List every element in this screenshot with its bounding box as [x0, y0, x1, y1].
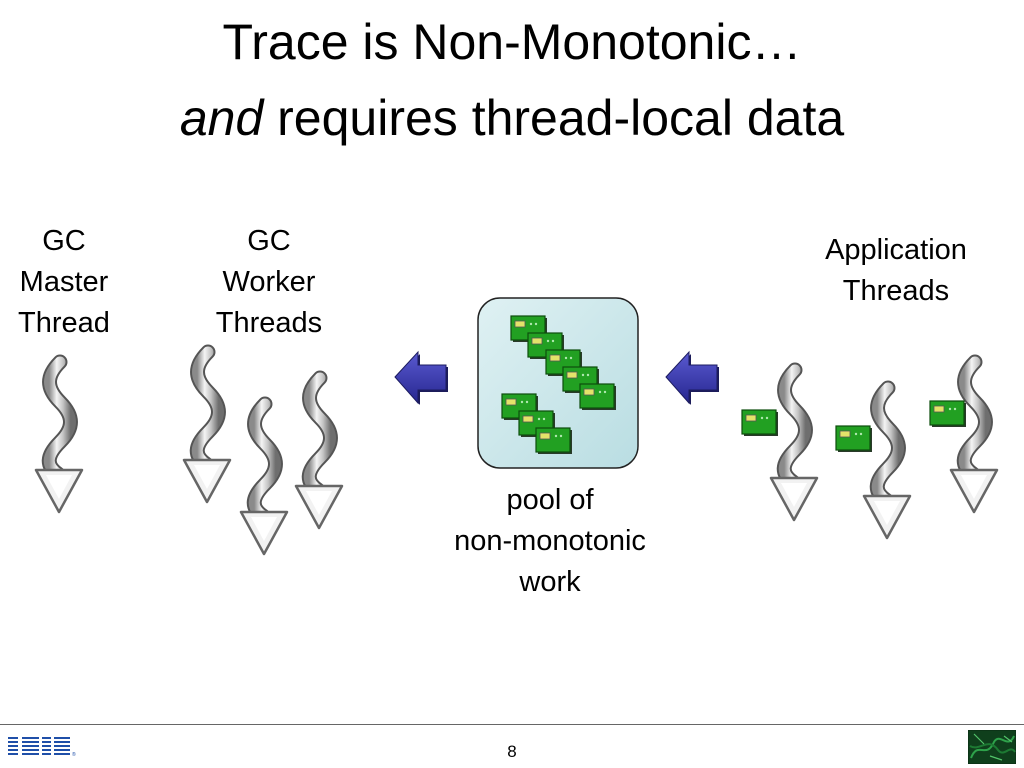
page-number: 8: [492, 742, 532, 762]
work-item-icon: [836, 426, 872, 452]
arrow-left-icon: [666, 352, 719, 405]
arrow-left-icon: [395, 352, 448, 405]
gc-worker-thread-icon: [296, 378, 342, 528]
work-item-icon: [742, 410, 778, 436]
application-thread-icon: [951, 362, 997, 512]
svg-text:®: ®: [72, 751, 76, 758]
application-thread-icon: [864, 388, 910, 538]
gc-worker-thread-icon: [241, 404, 287, 554]
work-item-icon: [580, 384, 616, 410]
work-item-icon: [536, 428, 572, 454]
gc-master-thread-icon: [36, 362, 82, 512]
application-thread-icon: [771, 370, 817, 520]
decorative-corner-image: [968, 730, 1016, 764]
ibm-logo: ®: [8, 732, 78, 762]
work-item-icon: [930, 401, 966, 427]
gc-worker-thread-icon: [184, 352, 230, 502]
footer-divider: [0, 724, 1024, 725]
